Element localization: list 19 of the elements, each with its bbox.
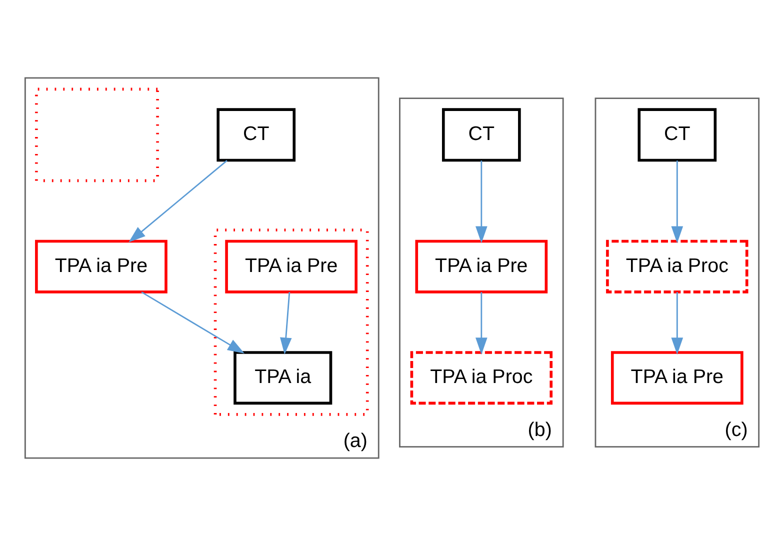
node-box: TPA ia Pre	[610, 350, 744, 404]
node-box: TPA ia	[234, 350, 332, 404]
node-box: CT	[442, 108, 521, 162]
node-box: TPA ia Pre	[35, 239, 168, 293]
node-box: TPA ia Proc	[410, 350, 553, 404]
node-box	[35, 87, 159, 182]
arrow	[280, 292, 292, 354]
node-box: CT	[216, 108, 296, 162]
node-box: CT	[638, 108, 717, 162]
node-box: TPA ia Pre	[415, 239, 548, 293]
cluster	[214, 228, 369, 416]
arrow	[128, 160, 228, 242]
arrow	[476, 292, 488, 354]
node-box: TPA ia Proc	[606, 239, 748, 293]
arrow	[141, 290, 244, 354]
arrow	[671, 292, 684, 354]
node-box: TPA ia Pre	[225, 239, 358, 293]
arrow	[476, 160, 488, 243]
arrow	[671, 160, 684, 243]
